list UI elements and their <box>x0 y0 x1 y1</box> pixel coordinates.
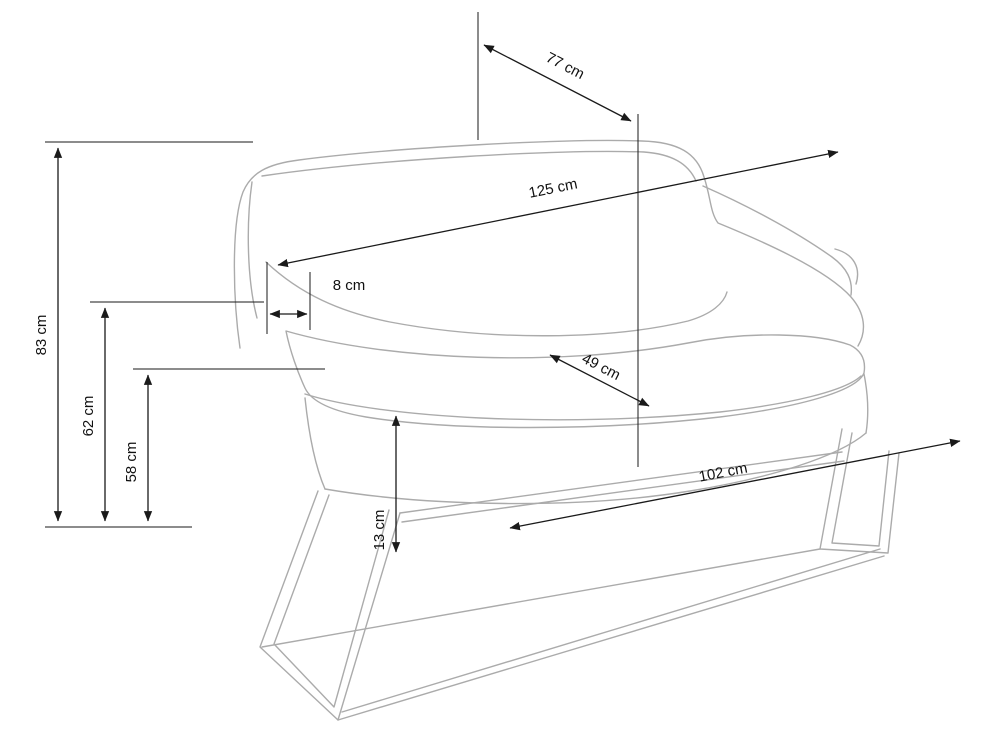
dimension-label-125cm: 125 cm <box>527 175 579 201</box>
sofa-seat-cushion <box>285 330 866 429</box>
sofa-back-seat-seam <box>265 261 728 337</box>
dimension-label-8cm: 8 cm <box>333 277 366 294</box>
dimension-58cm: 58 cm <box>123 368 325 522</box>
arrow-line-125cm <box>277 149 839 268</box>
sofa-back-top-inner-edge <box>261 150 697 182</box>
sofa-rail-floor-far <box>261 548 821 648</box>
dimension-label-13cm: 13 cm <box>371 510 388 551</box>
sofa-frame-right-edge <box>863 373 869 434</box>
dimension-62cm: 62 cm <box>80 301 264 522</box>
sofa-frame-front-edge <box>324 432 867 505</box>
dimension-13cm: 13 cm <box>371 415 401 553</box>
sofa-rail-under-seat-2 <box>401 460 845 523</box>
sofa-right-leg-outer <box>819 428 900 554</box>
sofa-frame-left-edge <box>304 397 326 490</box>
sofa-back-left-inner-edge <box>247 181 258 319</box>
dimension-label-62cm: 62 cm <box>80 396 97 437</box>
dimension-77cm: 77 cm <box>477 12 632 140</box>
sofa-rail-floor-front-2 <box>341 548 881 713</box>
sofa-left-leg-inner <box>273 494 390 708</box>
dimension-label-83cm: 83 cm <box>33 315 50 356</box>
arrow-line-102cm <box>509 438 961 531</box>
sofa-line-drawing <box>233 139 900 721</box>
sofa-rail-under-seat-1 <box>399 451 843 514</box>
dimension-49cm: 49 cm <box>549 350 650 407</box>
sofa-arm-scroll <box>834 248 859 285</box>
sofa-rail-floor-front-1 <box>337 555 885 721</box>
sofa-right-leg-inner <box>831 432 890 547</box>
dimension-label-58cm: 58 cm <box>123 442 140 483</box>
dimension-label-77cm: 77 cm <box>543 49 587 83</box>
sofa-left-leg-outer <box>259 490 401 721</box>
dimension-125cm: 125 cm <box>277 149 839 268</box>
dimension-8cm: 8 cm <box>266 262 366 334</box>
dimension-83cm: 83 cm <box>33 141 253 528</box>
sofa-back-arm-silhouette <box>233 139 865 349</box>
arrow-line-77cm <box>483 44 632 122</box>
sofa-seat-piping <box>304 375 862 421</box>
arrow-line-49cm <box>549 354 650 407</box>
